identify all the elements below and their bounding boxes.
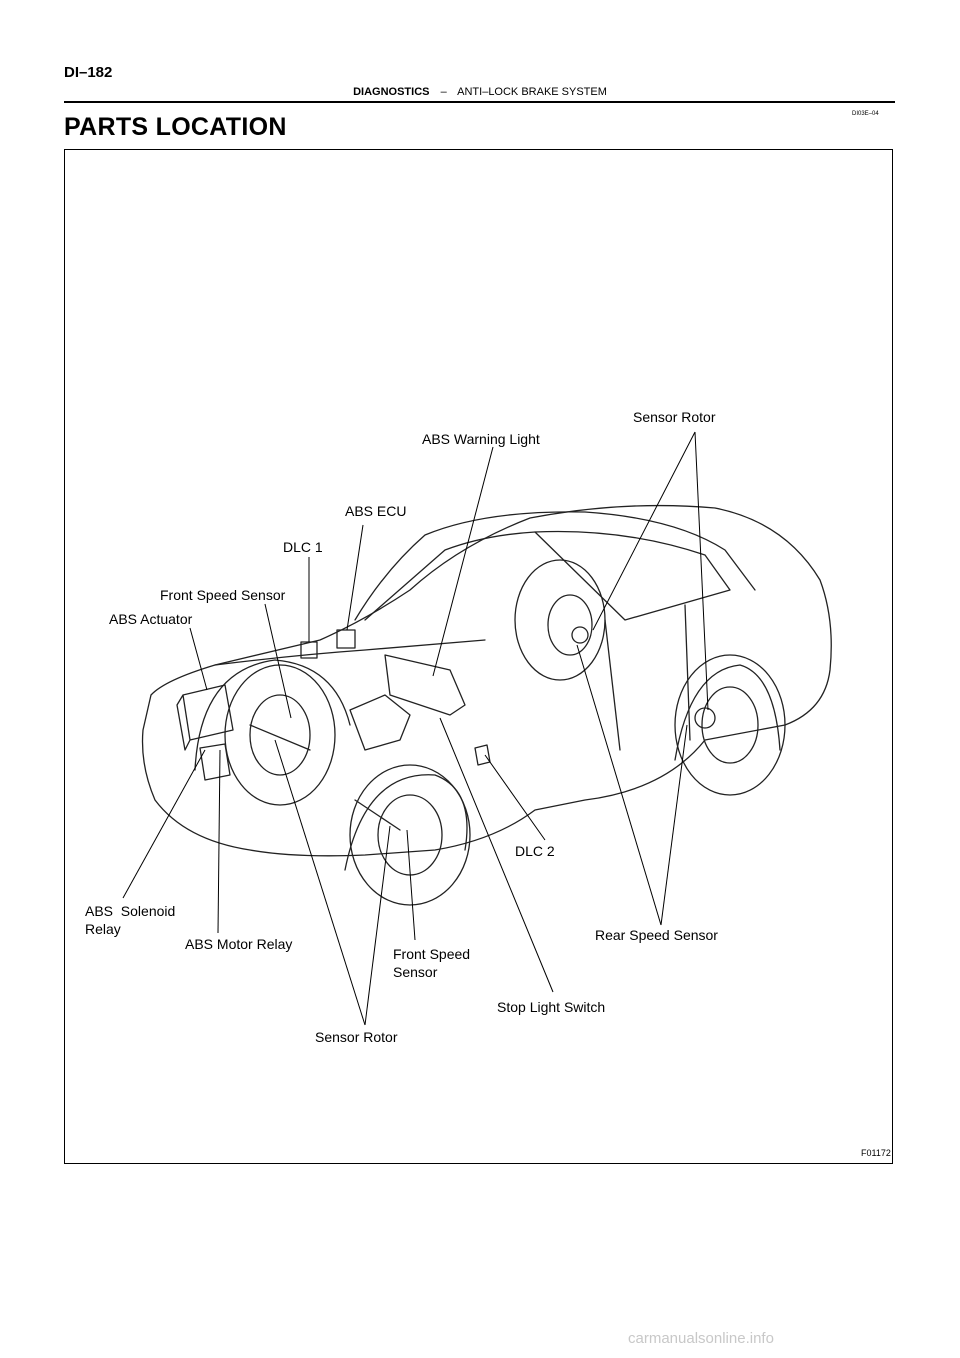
abs-ecu-shape <box>336 629 356 649</box>
watermark-text: carmanualsonline.info <box>628 1330 774 1347</box>
leader-rear-speed-sensor-1 <box>576 644 662 926</box>
parts-location-figure: Sensor Rotor ABS Warning Light ABS ECU D… <box>64 149 893 1164</box>
page-number: DI–182 <box>64 64 113 81</box>
section-title: DIAGNOSTICS <box>353 86 430 98</box>
leader-sensor-rotor-rear-2 <box>694 431 709 711</box>
label-abs-solenoid-relay-line1: ABS Solenoid <box>85 903 176 919</box>
leader-sensor-rotor-rear-1 <box>592 431 696 631</box>
header-rule <box>64 101 895 103</box>
roof-line <box>354 511 756 621</box>
rear-hub-right <box>694 707 716 729</box>
leader-rear-speed-sensor-2 <box>660 724 688 926</box>
label-stop-light-switch: Stop Light Switch <box>497 999 606 1015</box>
front-wheel-right <box>349 764 471 906</box>
leader-abs-ecu <box>346 524 364 631</box>
brake-booster-shape <box>349 694 411 751</box>
abs-relay-shape <box>199 743 231 781</box>
front-wheel-arch-left <box>194 659 351 771</box>
car-diagram <box>122 431 832 1026</box>
front-driveshaft <box>249 724 401 831</box>
car-body-outline <box>141 504 832 857</box>
label-front-speed-sensor-bottom-line2: Sensor <box>393 964 438 980</box>
dash-unit-shape <box>384 654 466 716</box>
windshield <box>364 531 536 621</box>
rear-wheel-right <box>674 654 786 796</box>
section-header: DIAGNOSTICS – ANTI–LOCK BRAKE SYSTEM <box>0 86 960 98</box>
leader-abs-warning-light <box>432 446 494 677</box>
label-rear-speed-sensor: Rear Speed Sensor <box>595 927 718 943</box>
door-line <box>604 604 691 751</box>
leader-sensor-rotor-front-2 <box>364 825 391 1026</box>
rear-hub-left <box>571 626 589 644</box>
label-abs-solenoid-relay-line2: Relay <box>85 921 121 937</box>
page-title: PARTS LOCATION <box>64 113 287 141</box>
label-sensor-rotor-rear: Sensor Rotor <box>633 409 716 425</box>
label-front-speed-sensor-bottom-line1: Front Speed <box>393 946 471 962</box>
leader-abs-solenoid-relay <box>122 749 206 899</box>
abs-actuator-shape <box>176 684 234 751</box>
label-abs-ecu: ABS ECU <box>345 503 407 519</box>
leader-front-speed-sensor-top <box>264 603 292 719</box>
label-dlc1: DLC 1 <box>283 539 323 555</box>
label-sensor-rotor-front: Sensor Rotor <box>315 1029 398 1045</box>
leader-stop-light-switch <box>439 717 554 993</box>
leader-front-speed-sensor-bottom <box>406 829 416 941</box>
label-front-speed-sensor-top: Front Speed Sensor <box>160 587 286 603</box>
leader-sensor-rotor-front-1 <box>274 739 366 1026</box>
leader-abs-motor-relay <box>217 749 221 934</box>
front-wheel-left <box>224 664 336 806</box>
dlc2-shape <box>474 744 491 766</box>
rear-wheel-left <box>514 559 606 681</box>
front-wheel-arch-right <box>344 774 468 871</box>
label-abs-warning-light: ABS Warning Light <box>422 431 540 447</box>
hood-line <box>214 639 486 666</box>
leader-abs-actuator <box>189 627 208 691</box>
leader-dlc2 <box>484 754 546 841</box>
label-abs-actuator: ABS Actuator <box>109 611 193 627</box>
label-dlc2: DLC 2 <box>515 843 555 859</box>
document-code: DI03E–04 <box>852 111 879 117</box>
rear-wheel-arch-right <box>674 664 781 761</box>
subsection-title: ANTI–LOCK BRAKE SYSTEM <box>457 86 607 98</box>
label-abs-motor-relay: ABS Motor Relay <box>185 936 293 952</box>
figure-code: F01172 <box>861 1148 891 1158</box>
section-separator: – <box>440 86 447 98</box>
